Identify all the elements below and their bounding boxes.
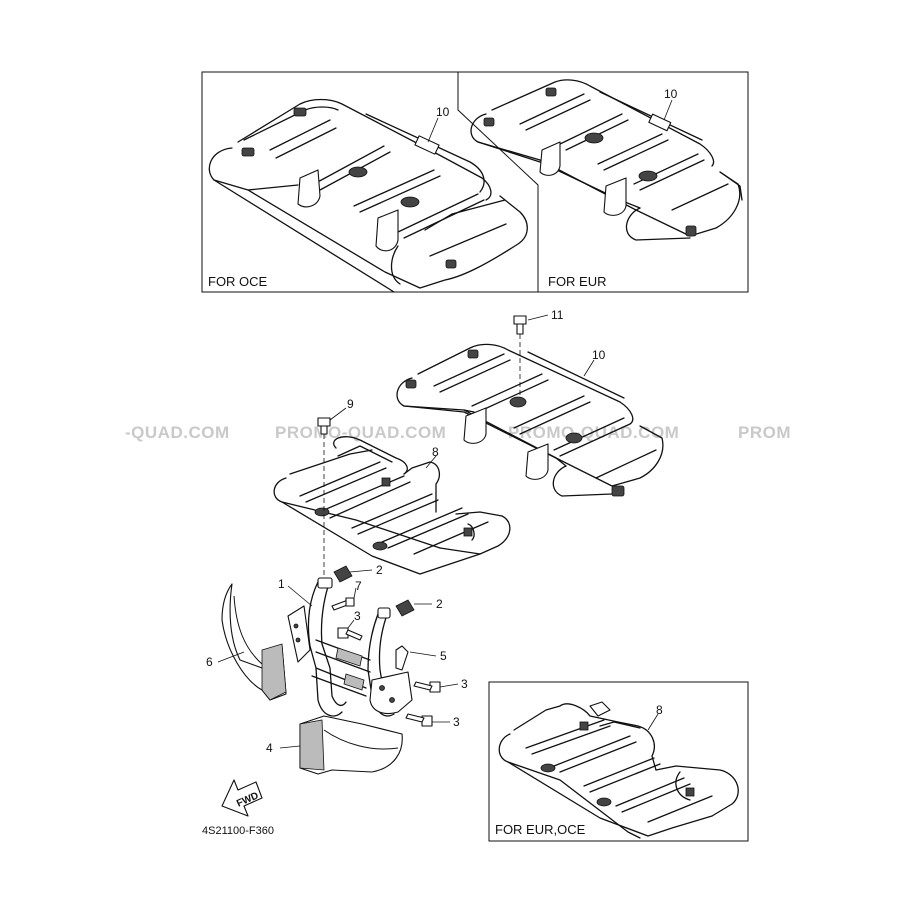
callout-3a: 3 [354,609,361,623]
inset-frame-bottom [488,681,749,842]
watermark: -QUAD.COM PROMO-QUAD.COM PROMO-QUAD.COM … [125,423,791,442]
watermark-text-4: PROM [738,423,791,442]
callout-11: 11 [551,308,564,322]
callout-1: 1 [278,577,285,591]
callout-6: 6 [206,655,213,669]
side-cover-6: 6 [206,583,287,701]
inset-label-eur-oce: FOR EUR,OCE [495,822,586,837]
front-rack-main: 8 9 [273,397,511,578]
callout-8-main: 8 [432,445,439,459]
callout-8-inset: 8 [656,703,663,717]
watermark-text-2: PROMO-QUAD.COM [275,423,446,442]
callout-2a: 2 [376,563,383,577]
diagram-code: 4S21100-F360 [202,825,274,837]
inset-frame-top [201,71,749,293]
front-rack-inset: 8 FOR EUR,OCE [495,701,739,839]
fwd-arrow-icon: FWD [221,779,263,817]
rear-rack-eur: 10 FOR EUR [470,79,743,289]
callout-10-eur: 10 [664,87,678,101]
front-cover-4: 4 [266,715,403,775]
callout-3c: 3 [453,715,460,729]
callout-10-oce: 10 [436,105,450,119]
bolt-9 [317,417,331,578]
callout-7: 7 [355,579,362,593]
front-bumper-assembly: 2 2 7 3 5 3 3 1 [278,563,468,729]
inset-label-oce: FOR OCE [208,274,268,289]
bolt-11 [513,315,527,398]
rear-rack-oce: 10 FOR OCE [208,98,528,293]
rear-rack-main: 11 10 [396,308,664,497]
callout-10-main: 10 [592,348,606,362]
watermark-text-1: -QUAD.COM [125,423,230,442]
callout-9: 9 [347,397,354,411]
callout-5: 5 [440,649,447,663]
callout-2b: 2 [436,597,443,611]
callout-4: 4 [266,741,273,755]
inset-label-eur: FOR EUR [548,274,607,289]
callout-3b: 3 [461,677,468,691]
